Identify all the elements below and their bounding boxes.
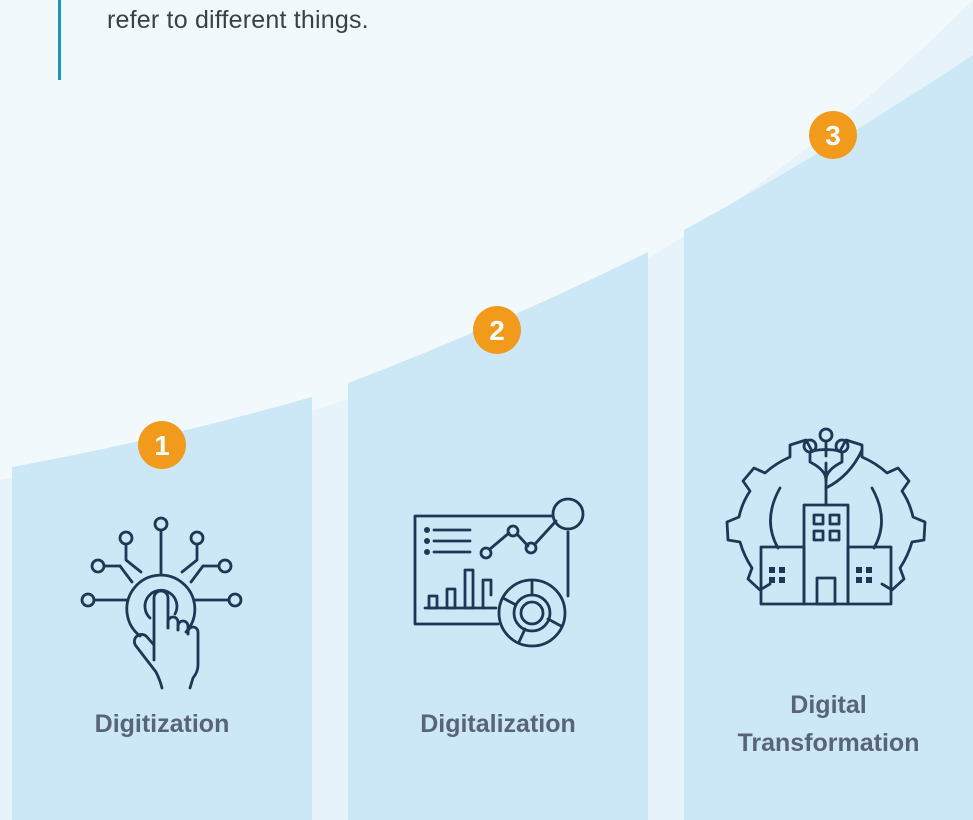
gear-building-icon	[725, 427, 927, 606]
step-label-text: Digitalization	[420, 710, 576, 738]
step-label-digital-transformation: Digital Transformation	[684, 686, 973, 762]
step-panel-3	[684, 55, 973, 820]
step-panel-2	[348, 252, 648, 820]
svg-text:3: 3	[825, 120, 841, 151]
step-label-digitization: Digitization	[12, 705, 312, 743]
intro-text: refer to different things.	[107, 6, 369, 34]
step-badge-2: 2	[473, 306, 521, 354]
step-panel-1	[12, 397, 312, 820]
step-label-digitalization: Digitalization	[348, 705, 648, 743]
svg-text:1: 1	[154, 430, 170, 461]
step-label-text: Digitization	[94, 710, 230, 738]
step-badge-1: 1	[138, 421, 186, 469]
touch-network-icon	[80, 516, 243, 690]
analytics-dashboard-icon	[413, 497, 585, 648]
step-badge-3: 3	[809, 111, 857, 159]
step-label-line-1: Digital	[790, 691, 867, 719]
quote-accent-bar	[58, 0, 61, 80]
svg-text:2: 2	[489, 315, 505, 346]
step-label-line-2: Transformation	[737, 729, 920, 757]
